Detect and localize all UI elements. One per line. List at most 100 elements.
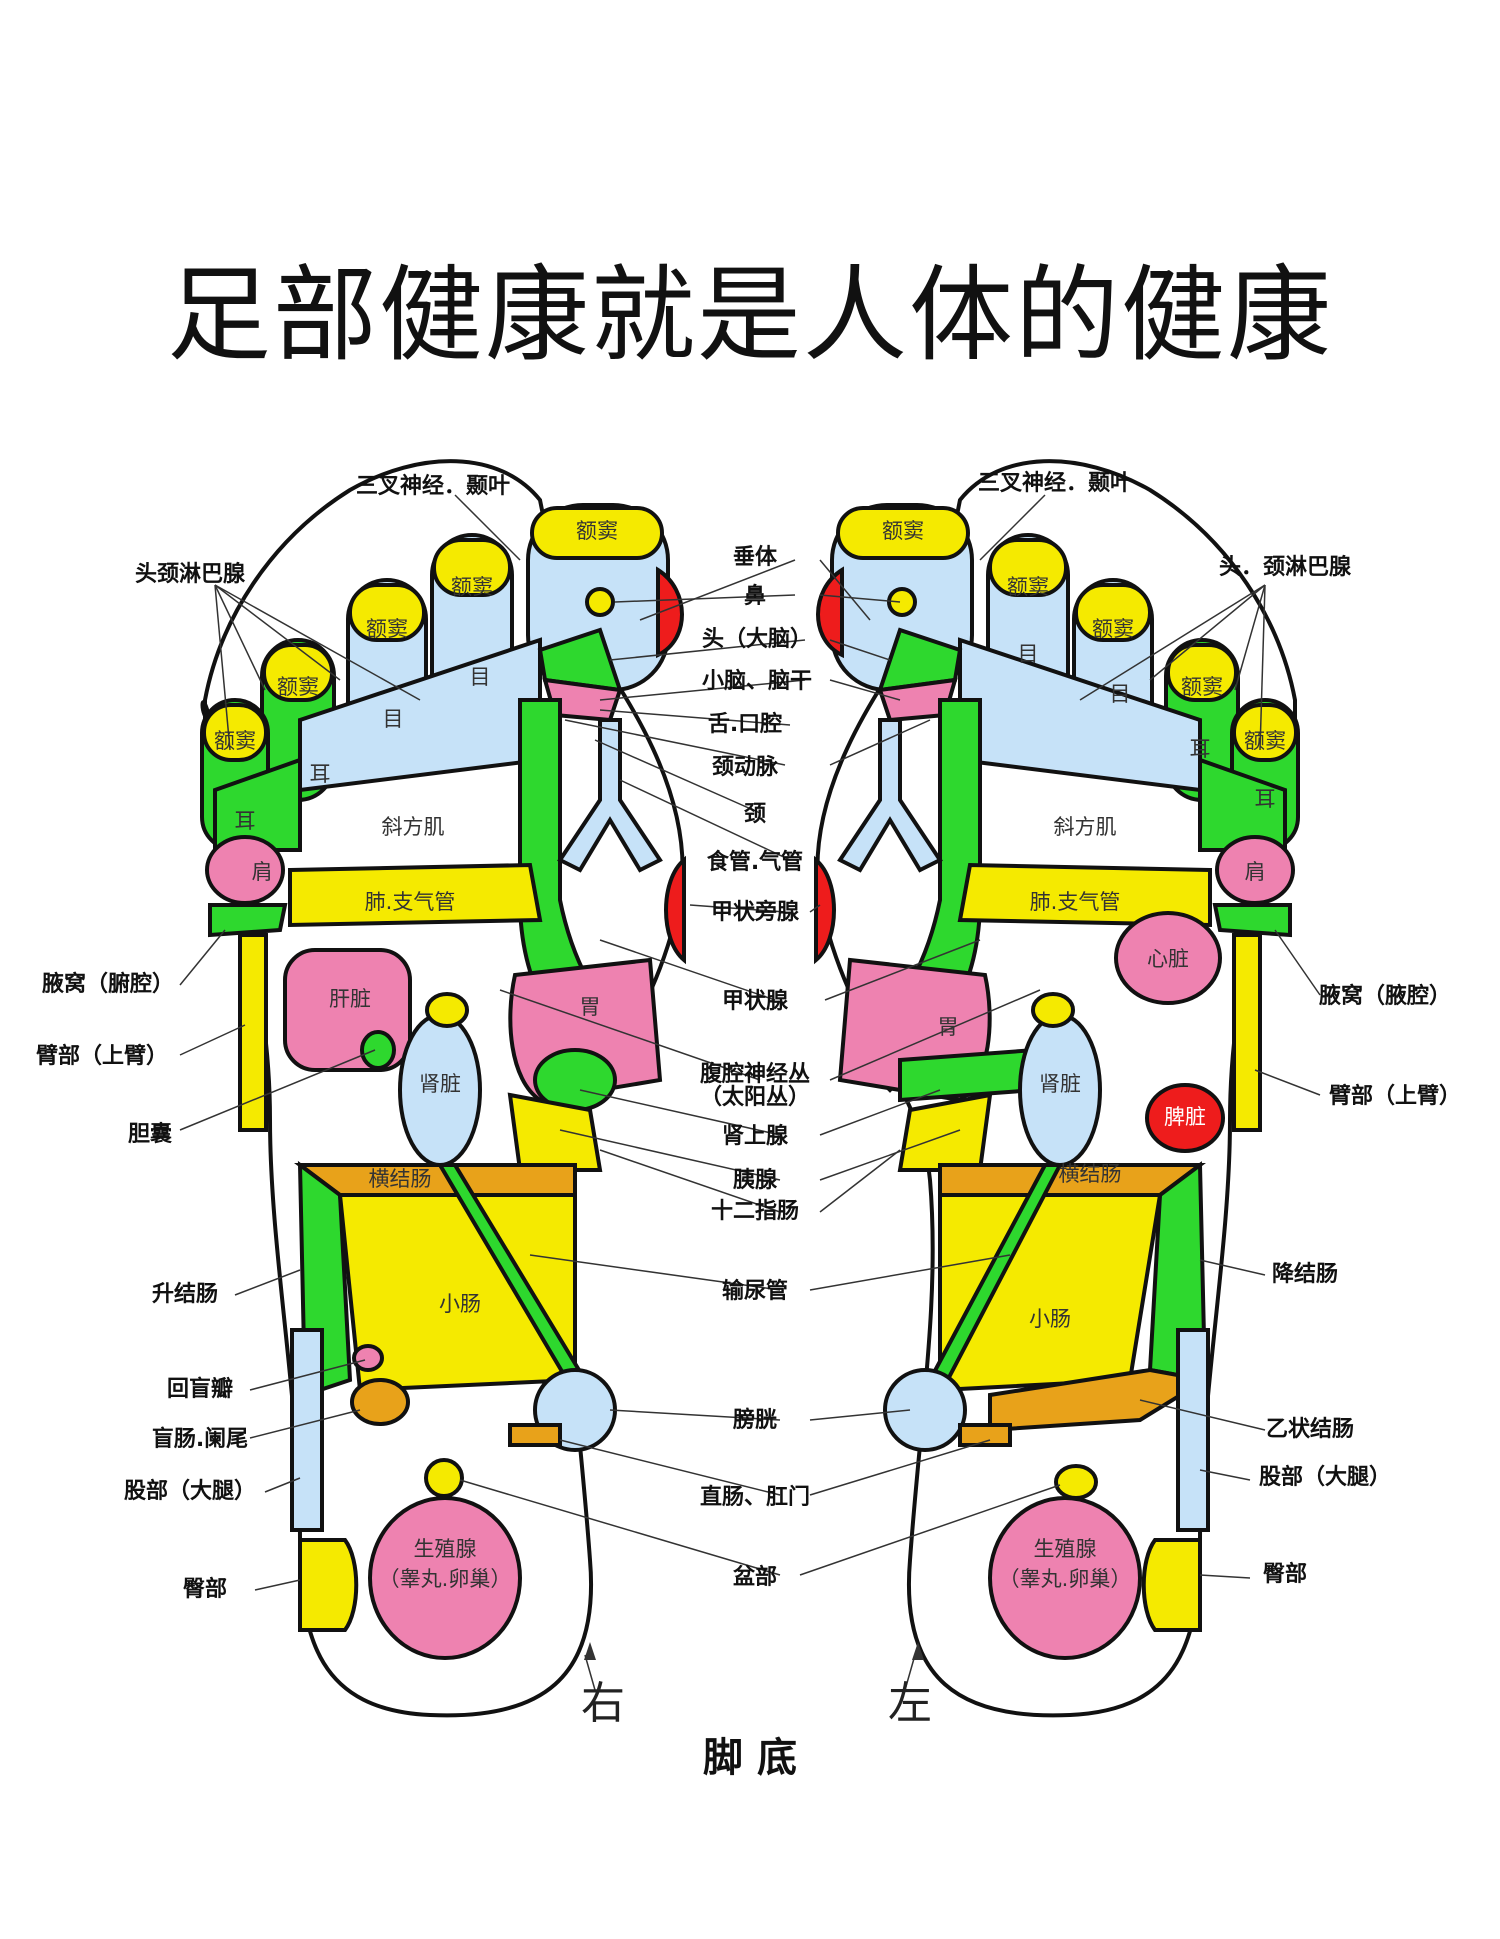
armpit-label: 腋窝（腑腔）	[42, 971, 174, 997]
armpit-label: 腋窝（腋腔）	[1319, 983, 1451, 1009]
sinus-label: 额窦	[1181, 675, 1223, 699]
stomach-label: 胃	[938, 1015, 959, 1039]
small-intestine-label: 小肠	[1029, 1307, 1071, 1331]
lymph-label: 头颈淋巴腺	[135, 561, 246, 587]
left-bladder	[885, 1370, 965, 1450]
center-labels: 垂体 鼻 头（大脑） 小脑、脑干 舌.口腔 颈动脉 颈 食管.气管 甲状旁腺 甲…	[700, 545, 812, 1590]
thyroid-label: 甲状腺	[722, 989, 789, 1014]
left-upper-arm-zone	[1234, 935, 1260, 1130]
adrenal-label: 肾上腺	[722, 1124, 789, 1149]
ear-label: 耳	[310, 762, 331, 786]
duodenum-label: 十二指肠	[711, 1199, 799, 1224]
ileocecal-label: 回盲瓣	[167, 1376, 233, 1402]
transverse-colon-label: 横结肠	[369, 1167, 432, 1191]
thigh-label: 股部（大腿）	[1259, 1464, 1391, 1490]
left-adrenal-zone	[900, 1050, 1035, 1100]
solar-plexus-label-1: 腹腔神经丛	[700, 1061, 810, 1087]
pituitary-label: 垂体	[733, 545, 778, 570]
right-foot-label: 右	[581, 1678, 625, 1729]
left-genital-yellow	[1056, 1466, 1096, 1498]
sinus-label: 额窦	[214, 729, 256, 753]
genital-label-line1: 生殖腺	[1034, 1537, 1097, 1561]
shoulder-label: 肩	[252, 860, 273, 884]
trapezius-label: 斜方肌	[382, 815, 445, 839]
ascending-colon-label: 升结肠	[152, 1281, 218, 1307]
pancreas-label: 胰腺	[733, 1168, 778, 1193]
right-kidney-top	[427, 994, 467, 1026]
cecum-label: 盲肠.阑尾	[152, 1426, 248, 1452]
buttock-label: 臀部	[1263, 1561, 1307, 1587]
right-rectum	[510, 1425, 560, 1445]
ear-label: 耳	[235, 809, 256, 833]
parathyroid-label: 甲状旁腺	[711, 899, 800, 925]
solar-plexus-label-2: （太阳丛）	[700, 1085, 810, 1110]
sinus-label: 额窦	[882, 519, 924, 543]
lymph-label: 头．颈淋巴腺	[1219, 554, 1352, 580]
right-cecum	[352, 1380, 408, 1424]
trigeminal-label: 三叉神经．颞叶	[978, 470, 1132, 496]
nose-label: 鼻	[744, 583, 766, 609]
bladder-label: 膀胱	[733, 1407, 777, 1433]
right-nose-zone	[658, 570, 682, 655]
stomach-label: 胃	[580, 995, 601, 1019]
left-armpit-zone	[1215, 905, 1290, 935]
sinus-label: 额窦	[576, 519, 618, 543]
left-thigh-zone	[1178, 1330, 1208, 1530]
right-transverse-colon	[300, 1165, 575, 1195]
heart-label: 心脏	[1147, 947, 1189, 971]
lung-label: 肺.支气管	[365, 890, 456, 914]
upper-arm-label: 臂部（上臂）	[1329, 1083, 1461, 1109]
genital-label-line1: 生殖腺	[414, 1537, 477, 1561]
pelvis-label: 盆部	[733, 1564, 777, 1590]
rectum-label: 直肠、肛门	[700, 1484, 810, 1510]
kidney-label: 肾脏	[419, 1072, 461, 1096]
right-ileocecal	[354, 1346, 382, 1370]
upper-arm-label: 臂部（上臂）	[36, 1043, 168, 1069]
left-small-intestine	[940, 1195, 1160, 1390]
kidney-label: 肾脏	[1039, 1072, 1081, 1096]
liver-label: 肝脏	[329, 987, 371, 1011]
foot-labels: 右 左 脚 底	[581, 1642, 932, 1781]
small-intestine-label: 小肠	[439, 1292, 481, 1316]
tongue-label: 舌.口腔	[708, 711, 782, 737]
trapezius-label: 斜方肌	[1054, 815, 1117, 839]
trigeminal-label: 三叉神经．颞叶	[356, 473, 510, 499]
sinus-label: 额窦	[1092, 617, 1134, 641]
neck-label: 颈	[744, 802, 766, 827]
descending-colon-label: 降结肠	[1272, 1261, 1338, 1287]
shoulder-label: 肩	[1245, 860, 1266, 884]
sinus-label: 额窦	[366, 617, 408, 641]
ear-label: 耳	[1255, 787, 1276, 811]
right-pituitary-zone	[587, 589, 613, 615]
left-foot-label: 左	[888, 1678, 932, 1729]
esophagus-label: 食管.气管	[707, 849, 803, 875]
genital-label-line2: （睾丸.卵巢）	[379, 1567, 512, 1591]
eye-label: 目	[1018, 642, 1039, 666]
eye-label: 目	[383, 707, 404, 731]
arrow-icon	[584, 1642, 596, 1660]
right-armpit-zone	[210, 905, 285, 935]
right-genital-yellow	[426, 1460, 462, 1496]
right-thigh-zone	[292, 1330, 322, 1530]
right-buttock-zone	[300, 1540, 356, 1630]
ureter-label: 输尿管	[722, 1278, 788, 1304]
eye-label: 目	[470, 665, 491, 689]
ear-label: 耳	[1190, 737, 1211, 761]
head-label: 头（大脑）	[702, 626, 812, 652]
left-kidney-top	[1033, 994, 1073, 1026]
sinus-label: 额窦	[451, 575, 493, 599]
gallbladder-label: 胆囊	[128, 1121, 172, 1147]
carotid-label: 颈动脉	[712, 755, 779, 780]
transverse-colon-label: 横结肠	[1059, 1162, 1122, 1186]
lung-label: 肺.支气管	[1030, 890, 1121, 914]
sinus-label: 额窦	[277, 675, 319, 699]
spleen-label: 脾脏	[1164, 1105, 1206, 1129]
sigmoid-label: 乙状结肠	[1266, 1416, 1354, 1442]
genital-label-line2: （睾丸.卵巢）	[999, 1567, 1132, 1591]
thigh-label: 股部（大腿）	[124, 1478, 256, 1504]
sole-label: 脚 底	[703, 1735, 797, 1781]
left-buttock-zone	[1144, 1540, 1200, 1630]
right-gallbladder-zone	[362, 1032, 394, 1068]
cerebellum-label: 小脑、脑干	[702, 668, 812, 694]
